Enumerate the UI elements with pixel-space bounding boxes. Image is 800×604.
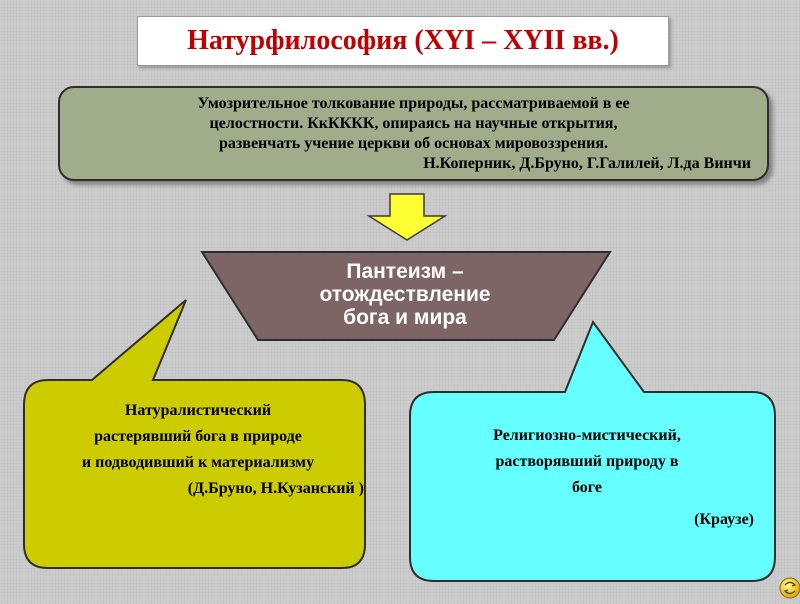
center-line: отождествление — [319, 283, 491, 306]
center-trapezoid-shape — [200, 251, 612, 341]
definition-line: развенчать учение церкви об основах миро… — [218, 135, 609, 152]
center-line: бога и мира — [343, 306, 467, 329]
left-branch-line: и подводивший к материализму — [81, 454, 315, 471]
right-branch-line: Религиозно-мистический, — [493, 427, 681, 444]
definition-authors: Н.Коперник, Д.Бруно, Г.Галилей, Л.да Вин… — [423, 155, 751, 172]
left-branch-line: Натуралистический — [124, 402, 272, 419]
mystical-branch-text: Религиозно-мистический, растворявший при… — [412, 423, 762, 533]
definition-box: Умозрительное толкование природы, рассма… — [58, 86, 769, 181]
definition-line: Умозрительное толкование природы, рассма… — [197, 95, 630, 112]
naturalistic-branch-text: Натуралистический растерявший бога в при… — [28, 398, 368, 502]
left-bubble-shape — [23, 299, 366, 569]
left-branch-citation: (Д.Бруно, Н.Кузанский ) — [187, 480, 364, 497]
definition-line: целостности. КкКККК, опираясь на научные… — [209, 115, 618, 132]
left-branch-line: растерявший бога в природе — [94, 428, 302, 445]
right-branch-citation: (Краузе) — [694, 511, 754, 528]
next-slide-icon — [779, 577, 800, 599]
right-branch-line: растворявший природу в — [495, 453, 679, 470]
slide-title: Натурфилософия (XYI – XYII вв.) — [137, 16, 669, 66]
right-bubble-shape — [409, 319, 776, 582]
down-arrow-icon — [366, 193, 448, 241]
next-slide-button[interactable] — [779, 577, 800, 599]
right-branch-line: боге — [572, 479, 602, 496]
center-line: Пантеизм – — [346, 260, 464, 283]
pantheism-label: Пантеизм – отождествление бога и мира — [300, 260, 510, 329]
slide-title-text: Натурфилософия (XYI – XYII вв.) — [187, 25, 619, 56]
